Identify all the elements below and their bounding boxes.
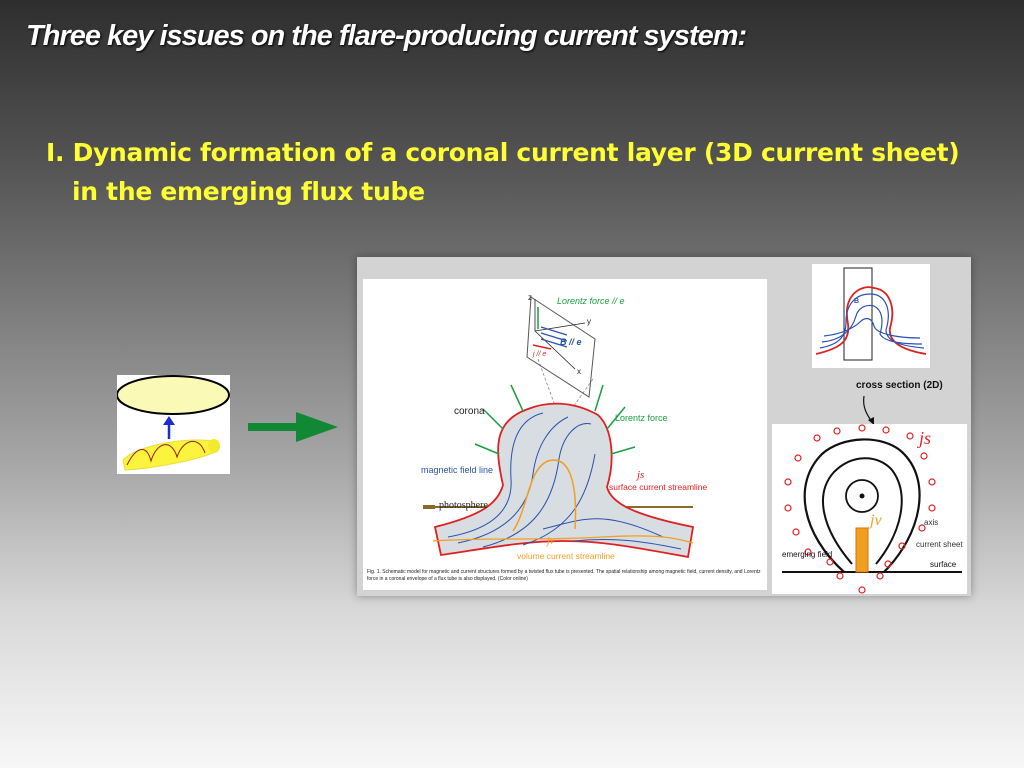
lorentz-force-inset-label: Lorentz force // e xyxy=(557,296,625,306)
jv-right-label: jv xyxy=(870,512,882,529)
current-sheet-label: current sheet xyxy=(916,540,963,549)
cross-section-label: cross section (2D) xyxy=(856,380,943,391)
figure-main-schematic: Lorentz force // e z y x B // e j // e c… xyxy=(363,279,767,590)
figure-cross-section-inset: B xyxy=(812,264,930,368)
right-arrow-icon xyxy=(248,412,338,442)
cross-section-arrow-icon xyxy=(863,395,874,425)
surface-current-label: surface current streamline xyxy=(609,482,708,492)
js-label: js xyxy=(637,469,645,481)
axis-z-label: z xyxy=(528,293,532,302)
js-right-label: js xyxy=(919,428,932,448)
jv-label: jv xyxy=(547,536,555,547)
b-cross-section-label: B xyxy=(854,298,860,305)
axis-label: axis xyxy=(924,518,939,527)
j-inset-label: j // e xyxy=(533,351,547,358)
axis-y-label: y xyxy=(587,317,591,326)
issue-heading: I. Dynamic formation of a coronal curren… xyxy=(46,133,960,211)
issue-line-2: in the emerging flux tube xyxy=(72,177,425,206)
lorentz-force-label: Lorentz force xyxy=(615,413,668,423)
b-inset-label: B // e xyxy=(560,337,582,347)
issue-line-1: I. Dynamic formation of a coronal curren… xyxy=(46,138,960,167)
photosphere-label: photosphere xyxy=(439,500,488,511)
corona-label: corona xyxy=(454,406,485,417)
figure-caption: Fig. 1. Schematic model for magnetic and… xyxy=(367,569,761,582)
slide-title: Three key issues on the flare-producing … xyxy=(26,20,747,52)
emerging-field-label: emerging field xyxy=(782,550,833,559)
volume-current-label: volume current streamline xyxy=(517,551,615,561)
figure-2d-current-sheet: js jv axis current sheet emerging field … xyxy=(772,424,967,594)
surface-label: surface xyxy=(930,560,957,569)
magnetic-field-line-label: magnetic field line xyxy=(421,465,494,475)
axis-x-label: x xyxy=(577,367,581,376)
flux-tube-sketch xyxy=(117,375,230,474)
